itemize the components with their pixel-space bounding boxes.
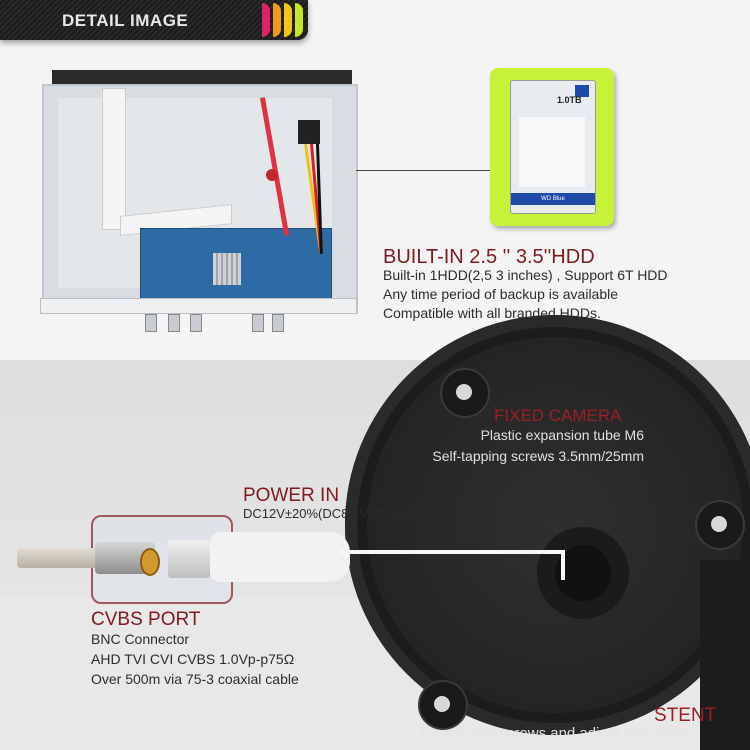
mount-textured-face (367, 337, 743, 713)
bnc-port (272, 314, 284, 332)
camera-line: Plastic expansion tube M6 (480, 427, 644, 443)
stripe-pink (262, 3, 270, 37)
banner-stripes (262, 3, 303, 37)
hdd-heading: BUILT-IN 2.5 '' 3.5''HDD (383, 246, 595, 268)
sata-power-connector (298, 120, 320, 144)
banner-title: DETAIL IMAGE (62, 11, 189, 30)
hdd-location-marker (266, 169, 278, 181)
fixed-camera-heading: FIXED CAMERA (494, 406, 622, 425)
power-wire-bend (561, 550, 565, 580)
wd-logo-icon (575, 85, 589, 97)
dvr-internal-image (40, 70, 358, 332)
stent-heading: STENT (654, 705, 717, 726)
cvbs-description: BNC Connector AHD TVI CVI CVBS 1.0Vp-p75… (91, 629, 299, 689)
bnc-port (168, 314, 180, 332)
cvbs-line: AHD TVI CVI CVBS 1.0Vp-p75Ω (91, 651, 295, 667)
cvbs-heading: CVBS PORT (91, 609, 201, 630)
stent-line: Loosen the screws and adjust any angle (421, 725, 689, 742)
hdd-description: Built-in 1HDD(2,5 3 inches) , Support 6T… (383, 266, 668, 323)
power-wire (340, 550, 565, 554)
bnc-port (190, 314, 202, 332)
fixed-camera-description: Plastic expansion tube M6 Self-tapping s… (432, 425, 644, 467)
stripe-yellow (284, 3, 292, 37)
power-in-description: DC12V±20%(DC8.5V-DC15.5V) 1A (243, 506, 448, 521)
cvbs-line: BNC Connector (91, 631, 190, 647)
bnc-port (252, 314, 264, 332)
dvr-rear-panel (40, 298, 357, 314)
hdd-line: Any time period of backup is available (383, 286, 619, 302)
power-video-splitter (210, 532, 350, 582)
camera-stent-arm (700, 560, 750, 750)
bnc-female-connector (168, 540, 210, 578)
detail-image-banner: DETAIL IMAGE (0, 0, 308, 40)
bnc-gold-pin (140, 548, 160, 576)
screw-hole-icon (695, 500, 745, 550)
camera-mount-base (345, 315, 750, 735)
dvr-lid (52, 70, 352, 84)
hdd-image-card: 1.0TB WD Blue (490, 68, 614, 226)
camera-line: Self-tapping screws 3.5mm/25mm (432, 448, 644, 464)
stripe-orange (273, 3, 281, 37)
bnc-plug-sleeve (17, 548, 99, 568)
hdd-sticker (519, 117, 585, 187)
heatsink (213, 253, 241, 285)
hdd-capacity: 1.0TB (557, 95, 582, 105)
power-in-heading: POWER IN (243, 485, 340, 506)
screw-hole-icon (440, 368, 490, 418)
stripe-lime (295, 3, 303, 37)
bnc-port (145, 314, 157, 332)
hdd-line: Built-in 1HDD(2,5 3 inches) , Support 6T… (383, 267, 668, 283)
hdd-brand-strip: WD Blue (511, 193, 595, 205)
cvbs-line: Over 500m via 75-3 coaxial cable (91, 671, 299, 687)
ribbon-cable (102, 88, 126, 230)
hard-drive: 1.0TB WD Blue (510, 80, 596, 214)
screw-hole-icon (418, 680, 468, 730)
power-line: DC12V±20%(DC8.5V-DC15.5V) 1A (243, 506, 449, 521)
callout-leader-line (356, 170, 494, 171)
stent-description: Loosen the screws and adjust any angle (421, 725, 689, 742)
